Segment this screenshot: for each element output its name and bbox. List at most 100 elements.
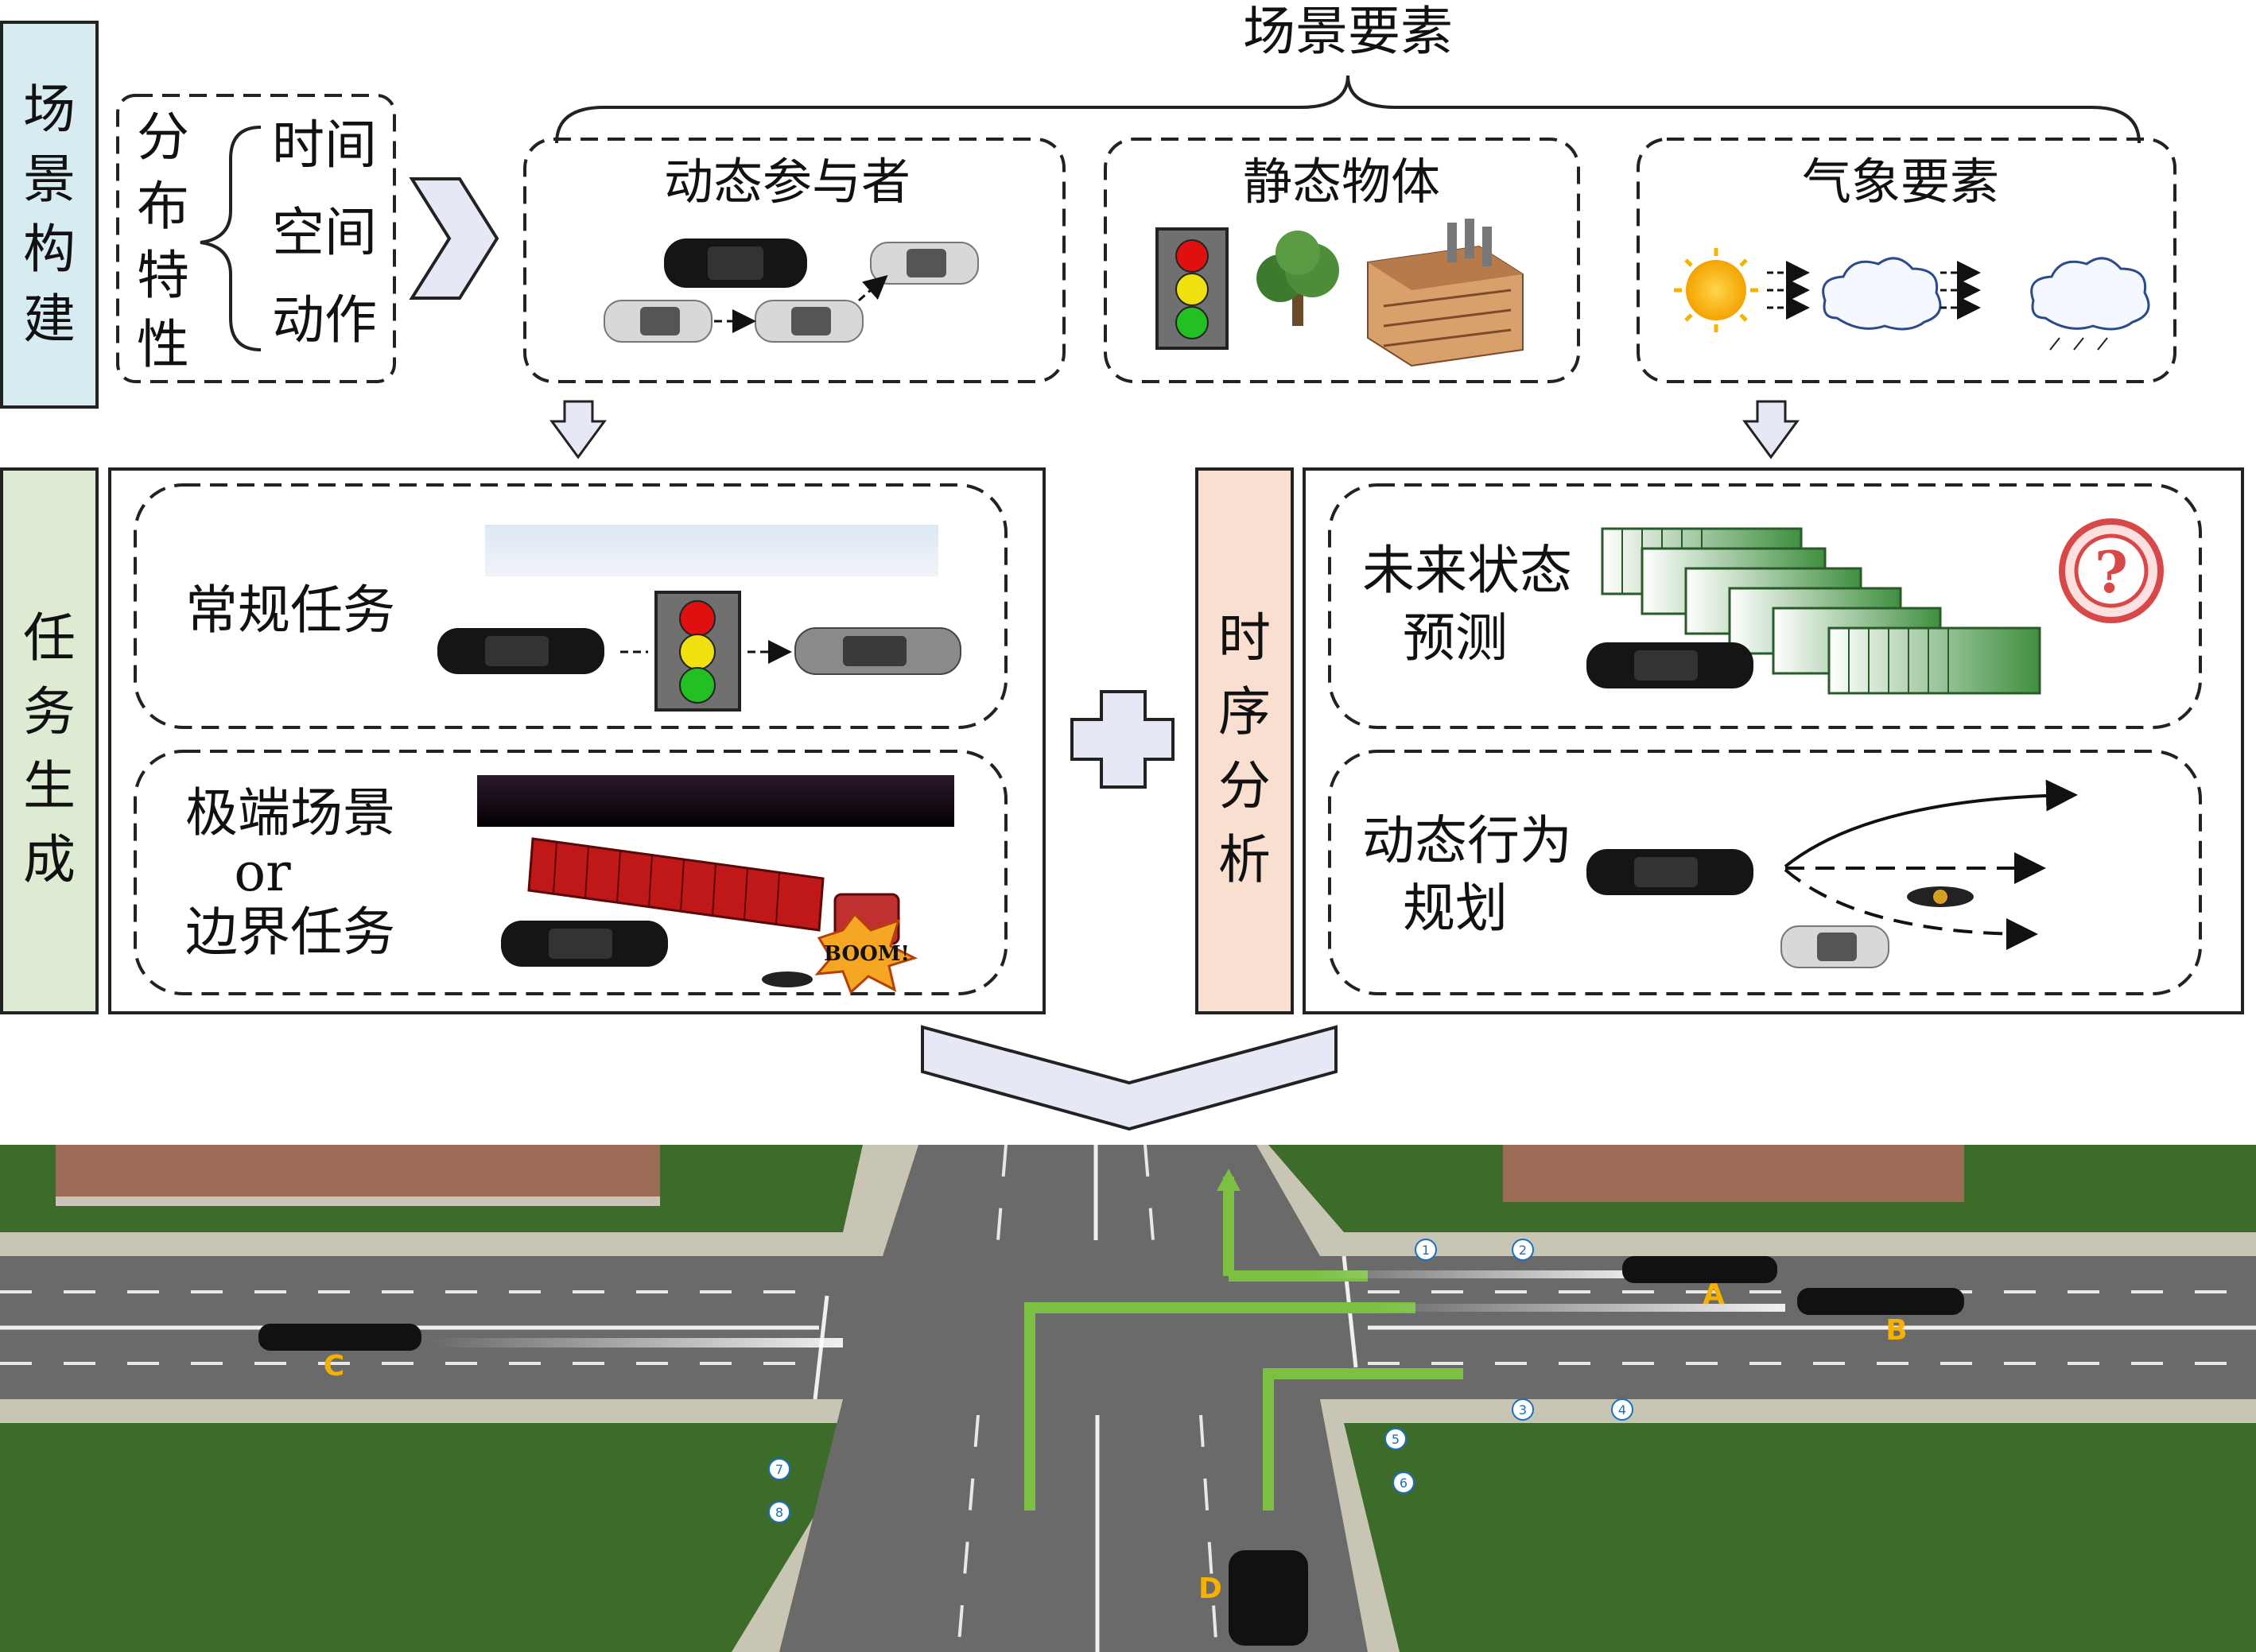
tag-char: 序 [1218, 681, 1271, 743]
extreme-task-label: 极端场景 [185, 782, 395, 843]
svg-text:?: ? [2095, 538, 2128, 606]
pedestrian-marker: 1 [1415, 1239, 1437, 1261]
regular-task-box: 常规任务 [134, 483, 1008, 729]
chevron-down-icon [921, 1025, 1338, 1131]
traffic-light-icon [1155, 227, 1229, 350]
factory-icon [1367, 219, 1524, 367]
distribution-brace [200, 126, 262, 351]
tag-char: 景 [23, 149, 76, 210]
static-objects-box: 静态物体 [1104, 138, 1580, 383]
weather-elements-box: 气象要素 [1637, 138, 2176, 383]
down-arrow-icon [549, 400, 607, 460]
car-icon [1780, 925, 1889, 968]
arrows-icon [1767, 261, 1810, 320]
svg-text:3: 3 [1519, 1402, 1527, 1417]
cloud-icon [2030, 257, 2150, 331]
vehicle-d: D [1198, 1550, 1308, 1646]
down-arrow-icon [1742, 400, 1800, 460]
tag-char: 生 [23, 755, 76, 816]
regular-task-label: 常规任务 [185, 580, 395, 641]
prediction-bars-icon [1601, 527, 2041, 695]
dark-sky-image [477, 775, 954, 827]
car-icon [664, 238, 807, 288]
tag-char: 时 [1218, 607, 1271, 669]
svg-text:5: 5 [1392, 1432, 1400, 1447]
distribution-char: 布 [137, 176, 189, 237]
extreme-task-box: 极端场景 or 边界任务 BOOM! [134, 750, 1008, 995]
trajectory-arrow [1784, 779, 2078, 868]
chevron-right-icon [409, 177, 499, 300]
cloud-icon [1822, 257, 1942, 331]
static-objects-label: 静态物体 [1243, 153, 1440, 211]
boom-text: BOOM! [824, 942, 910, 966]
car-icon [755, 300, 864, 343]
vehicle-label-d: D [1198, 1573, 1222, 1605]
future-state-box: 未来状态 预测 [1328, 483, 2202, 729]
tag-char: 析 [1218, 829, 1271, 890]
svg-text:6: 6 [1400, 1476, 1408, 1491]
svg-text:7: 7 [775, 1462, 783, 1477]
weather-elements-label: 气象要素 [1802, 153, 1999, 211]
tree-icon [1256, 231, 1339, 326]
tag-scene-construction: 场 景 构 建 [0, 21, 99, 409]
explosion-icon: BOOM! [814, 912, 918, 995]
tag-char: 构 [23, 219, 76, 280]
arrows-icon [1940, 261, 1981, 320]
distribution-item-action: 动作 [272, 289, 377, 351]
dynamic-participants-label: 动态参与者 [664, 153, 911, 211]
car-icon [1586, 642, 1753, 688]
future-state-label-2: 预测 [1403, 607, 1508, 669]
vehicle-c: C [258, 1324, 421, 1382]
car-icon [501, 921, 668, 967]
pedestrian-marker: 5 [1384, 1428, 1407, 1450]
svg-text:1: 1 [1422, 1243, 1430, 1258]
building [1503, 1145, 1964, 1202]
behavior-planning-label: 动态行为 [1362, 810, 1572, 871]
tag-char: 场 [23, 79, 76, 140]
tag-char: 务 [23, 681, 76, 743]
tag-temporal-analysis: 时 序 分 析 [1195, 467, 1294, 1014]
pedestrian-marker: 4 [1611, 1398, 1633, 1421]
sky-image [485, 525, 938, 576]
car-icon [1586, 849, 1753, 895]
pedestrian-marker: 3 [1512, 1398, 1534, 1421]
tag-char: 建 [23, 289, 76, 350]
motorcycle-icon [762, 971, 813, 987]
distribution-item-time: 时间 [272, 114, 377, 176]
behavior-planning-label-2: 规划 [1403, 878, 1508, 939]
vehicle-label-c: C [324, 1350, 344, 1382]
tag-char: 成 [23, 829, 76, 890]
distribution-item-space: 空间 [272, 202, 377, 263]
tag-task-generation: 任 务 生 成 [0, 467, 99, 1014]
scene-elements-brace [555, 75, 2141, 144]
route-arrow [1024, 1302, 1415, 1510]
pedestrian-marker: 2 [1512, 1239, 1534, 1261]
extreme-task-label-2: 边界任务 [185, 902, 395, 963]
arrow-icon [858, 275, 888, 302]
distribution-char: 分 [137, 107, 189, 168]
pedestrian-marker: 8 [768, 1501, 790, 1523]
vehicle-b: B [1797, 1288, 1964, 1347]
vehicle-label-b: B [1885, 1314, 1907, 1347]
route-arrow [1263, 1368, 1463, 1510]
scene-elements-title: 场景要素 [1243, 1, 1453, 62]
rain-icon [2049, 337, 2108, 351]
distribution-char: 特 [137, 245, 189, 306]
car-icon [604, 300, 713, 343]
tag-char: 任 [23, 607, 76, 669]
vehicle-label-a: A [1703, 1278, 1725, 1311]
question-mark-icon: ? [2059, 518, 2164, 623]
svg-text:4: 4 [1618, 1402, 1626, 1417]
car-icon [870, 242, 979, 285]
behavior-planning-box: 动态行为 规划 [1328, 750, 2202, 995]
sun-icon [1674, 248, 1758, 332]
svg-text:2: 2 [1519, 1243, 1527, 1258]
pedestrian-marker: 6 [1392, 1472, 1415, 1494]
distribution-box: 分 布 特 性 时间 空间 动作 [116, 94, 396, 383]
car-icon [437, 628, 604, 674]
svg-text:8: 8 [775, 1505, 783, 1520]
car-icon [794, 627, 961, 675]
vehicle-a: A [1622, 1256, 1777, 1311]
future-state-label: 未来状态 [1362, 540, 1572, 601]
building [56, 1145, 660, 1204]
